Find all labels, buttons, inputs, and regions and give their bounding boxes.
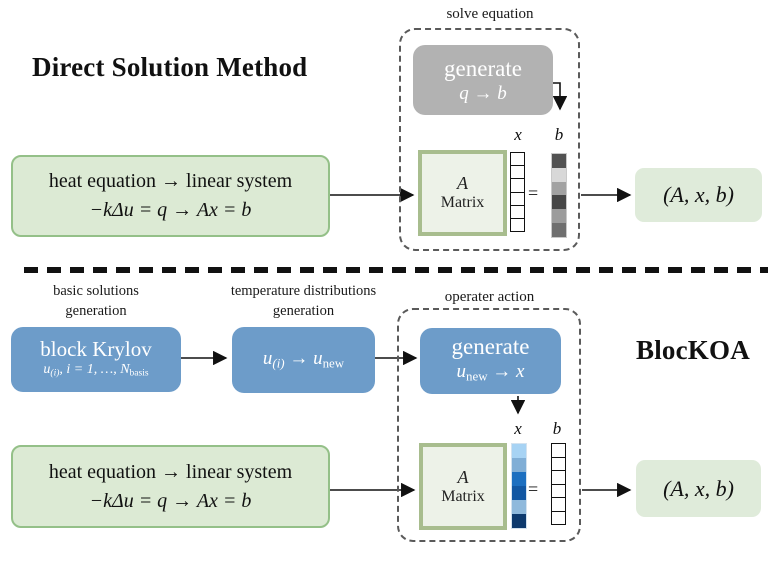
- krylov-step-label-line1: basic solutions: [53, 283, 139, 299]
- b-vector-label-top: b: [554, 125, 564, 144]
- vector-cell: [512, 444, 526, 458]
- vector-cell: [512, 458, 526, 472]
- temperature-dist-formula: u(i) → unew: [263, 348, 344, 372]
- vector-cell: [511, 153, 524, 166]
- x-vector-label-top: x: [514, 125, 522, 144]
- vector-cell: [511, 165, 524, 179]
- vector-cell: [511, 178, 524, 192]
- krylov-sub-i: (i): [50, 368, 60, 379]
- a-matrix-a-top: A: [457, 173, 468, 193]
- x-vector-top: [510, 152, 525, 232]
- vector-cell: [552, 470, 565, 484]
- solve-equation-label: solve equation: [446, 6, 534, 22]
- dist-step-label: temperature distributions generation: [212, 281, 395, 321]
- vector-cell: [512, 500, 526, 514]
- operator-action-label: operater action: [444, 289, 535, 305]
- vector-cell: [552, 223, 566, 237]
- heat-equation-box-top: heat equation → linear system −kΔu = q →…: [11, 155, 330, 237]
- b-vector-bottom: [551, 443, 566, 525]
- vector-cell: [552, 497, 565, 511]
- vector-cell: [511, 204, 524, 218]
- vector-cell: [552, 444, 565, 457]
- krylov-u: u: [43, 361, 51, 377]
- heat-equation-line1-top: heat equation → linear system: [48, 170, 293, 192]
- heat-equation-line1-bottom: heat equation → linear system: [48, 460, 293, 483]
- krylov-sub-basis: basis: [129, 368, 149, 379]
- solve-equation-group: [399, 28, 580, 251]
- heat-equation-line2-bottom: −kΔu = q → Ax = b: [89, 489, 252, 512]
- b-vector-top: [551, 153, 567, 238]
- vector-cell: [512, 514, 526, 528]
- generate-box-top: generate q → b: [413, 45, 553, 115]
- dist-sub2: new: [322, 355, 345, 371]
- block-krylov-box: block Krylov u(i), i = 1, …, Nbasis: [11, 327, 181, 392]
- vector-cell: [512, 472, 526, 486]
- x-vector-bottom: [511, 443, 527, 529]
- krylov-step-label-line2: generation: [65, 303, 127, 319]
- vector-cell: [552, 483, 565, 497]
- operator-action-group: [397, 308, 581, 542]
- generate-label-top: generate: [444, 55, 522, 81]
- vector-cell: [552, 456, 565, 470]
- blockoa-title: BlocKOA: [636, 335, 750, 365]
- output-box-bottom: (A, x, b): [636, 460, 761, 517]
- section-separator: [24, 267, 768, 273]
- heat-equation-box-bottom: heat equation → linear system −kΔu = q →…: [11, 445, 330, 528]
- gen-x: x: [516, 361, 525, 383]
- dist-sub1: (i): [272, 355, 285, 371]
- a-matrix-box-top: A Matrix: [418, 150, 507, 236]
- gen-arrow-glyph: →: [487, 361, 517, 383]
- equals-sign-bottom: =: [528, 479, 539, 499]
- temperature-dist-box: u(i) → unew: [232, 327, 375, 393]
- a-matrix-box-bottom: A Matrix: [419, 443, 507, 530]
- vector-cell: [511, 217, 524, 232]
- a-matrix-label-top: Matrix: [440, 194, 485, 211]
- dist-step-label-line2: generation: [272, 303, 335, 319]
- b-vector-label-bottom: b: [552, 419, 562, 438]
- vector-cell: [552, 195, 566, 210]
- vector-cell: [552, 209, 566, 224]
- equals-sign-top: =: [528, 183, 539, 203]
- output-box-top: (A, x, b): [635, 168, 762, 222]
- vector-cell: [552, 167, 566, 182]
- krylov-mid: , i = 1, …, N: [59, 361, 130, 377]
- gen-sub-new: new: [466, 368, 488, 384]
- krylov-step-label: basic solutions generation: [11, 281, 181, 321]
- a-matrix-label-bottom: Matrix: [441, 487, 485, 505]
- dist-u1: u: [262, 348, 273, 370]
- vector-cell: [552, 154, 566, 168]
- dist-arrow-glyph: →: [284, 348, 314, 370]
- vector-cell: [552, 181, 566, 196]
- vector-cell: [511, 191, 524, 205]
- generate-formula-bottom: unew → x: [457, 360, 525, 389]
- vector-cell: [552, 510, 565, 524]
- heat-equation-line2-top: −kΔu = q → Ax = b: [89, 199, 252, 221]
- a-matrix-a-bottom: A: [457, 466, 469, 487]
- generate-box-bottom: generate unew → x: [420, 328, 561, 394]
- dist-u2: u: [313, 348, 323, 370]
- output-tuple-bottom: (A, x, b): [663, 475, 734, 501]
- vector-cell: [512, 486, 526, 500]
- dist-step-label-line1: temperature distributions: [230, 283, 377, 299]
- direct-method-title: Direct Solution Method: [32, 52, 308, 82]
- generate-label-bottom: generate: [451, 334, 530, 360]
- block-krylov-title: block Krylov: [40, 336, 152, 361]
- x-vector-label-bottom: x: [514, 419, 522, 438]
- gen-u: u: [456, 361, 467, 383]
- block-krylov-formula: u(i), i = 1, …, Nbasis: [43, 361, 148, 383]
- output-tuple-top: (A, x, b): [663, 182, 734, 207]
- generate-formula-top: q → b: [459, 82, 507, 104]
